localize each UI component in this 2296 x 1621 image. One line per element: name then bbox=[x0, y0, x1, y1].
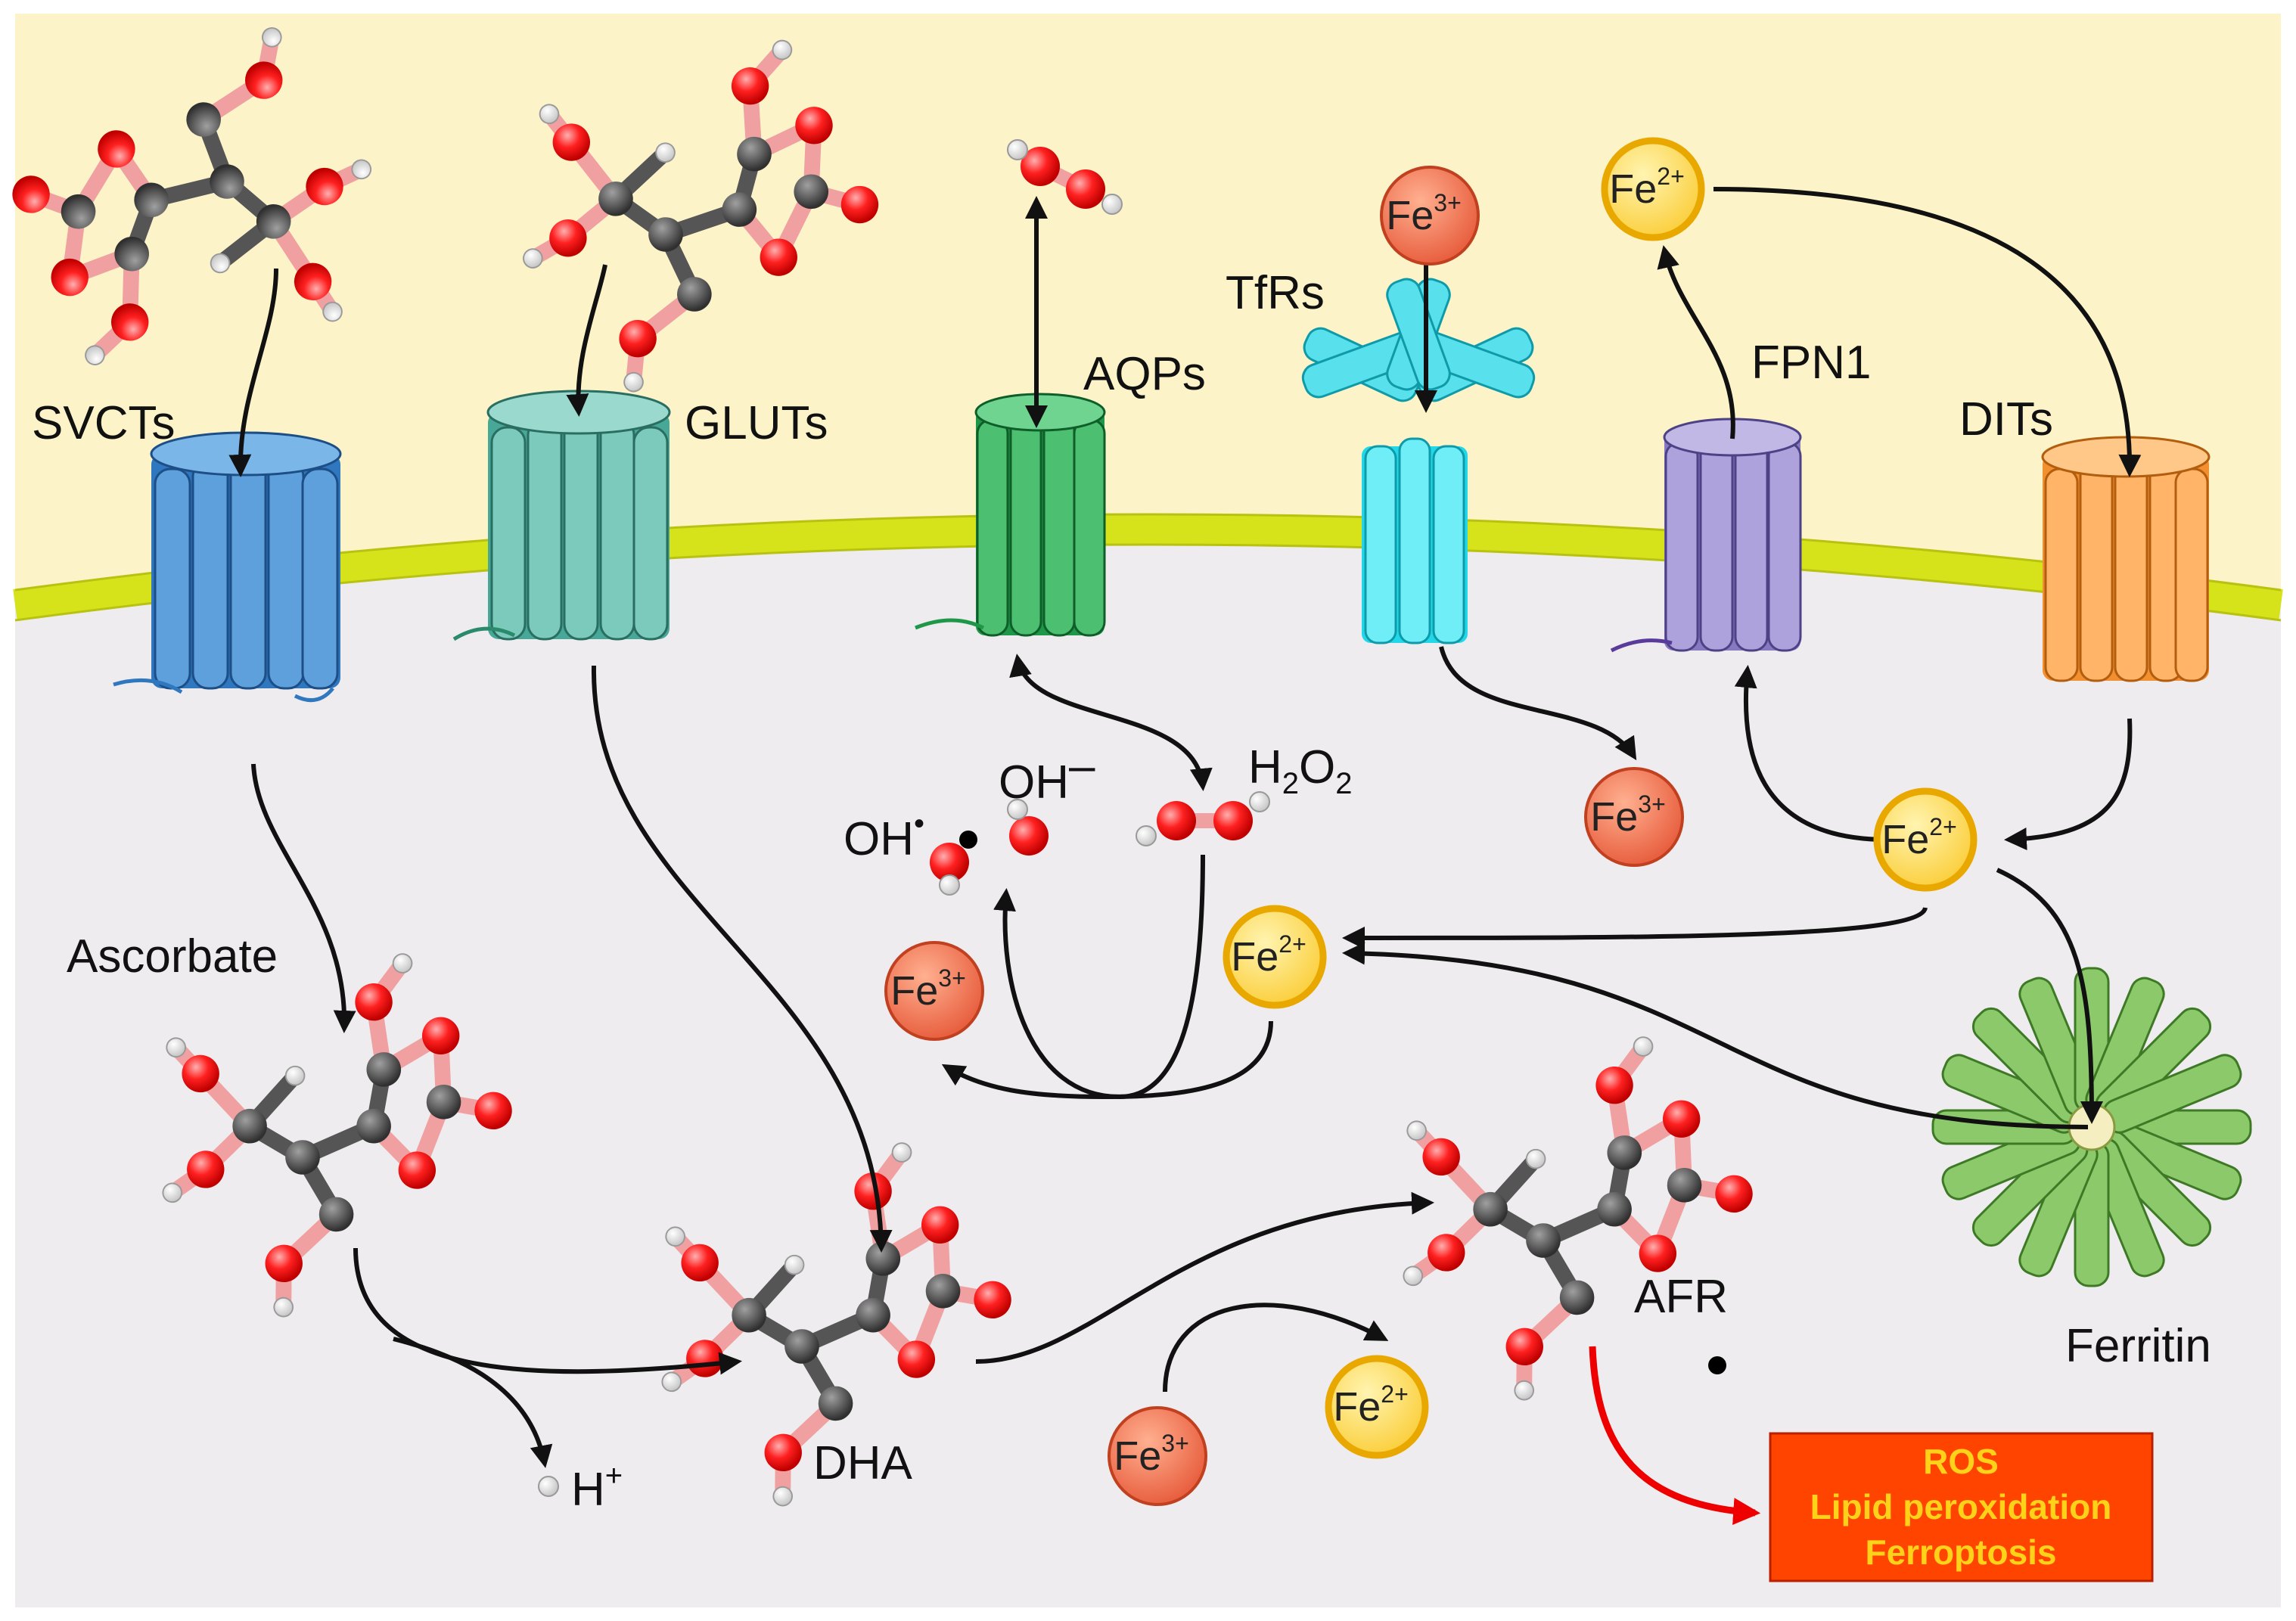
h-plus-text: H bbox=[571, 1464, 605, 1516]
fe2-reduced: Fe2+ bbox=[1325, 1355, 1429, 1459]
oh-radical-text: OH bbox=[844, 813, 914, 865]
fe2-to-fpn1-arrow bbox=[1734, 665, 1888, 842]
fe2-pool: Fe2+ bbox=[1873, 787, 1978, 892]
tfr-receptor bbox=[1301, 278, 1536, 644]
fe3-extracellular: Fe3+ bbox=[1380, 166, 1480, 266]
cell-membrane bbox=[13, 514, 2283, 621]
oxidative-damage-arrow bbox=[1589, 1346, 1761, 1526]
reaction-arrows bbox=[228, 187, 2142, 1468]
label-ascorbate: Ascorbate bbox=[67, 930, 278, 983]
label-svcts: SVCTs bbox=[32, 397, 175, 449]
oh-radical-dot: • bbox=[914, 807, 924, 840]
fe3-fe2-reduction-arrow bbox=[1163, 1303, 1389, 1393]
cell-membrane-edge bbox=[14, 513, 2282, 622]
outcome-ros: ROS bbox=[1923, 1442, 1999, 1481]
h2o2-sub-1: 2 bbox=[1282, 767, 1299, 800]
oh-minus-text: OH bbox=[999, 756, 1069, 809]
fenton-fe3-arrow bbox=[941, 1020, 1273, 1100]
svct-uptake-arrow bbox=[228, 268, 278, 477]
label-gluts: GLUTs bbox=[685, 397, 828, 449]
fe2-extracellular: Fe2+ bbox=[1601, 137, 1705, 241]
h2o2-molecule-intracellular bbox=[1136, 791, 1270, 846]
outcome-ferroptosis: Ferroptosis bbox=[1865, 1532, 2056, 1572]
ascorbate-arrow bbox=[251, 763, 356, 1033]
svg-text:Fe2+: Fe2+ bbox=[1231, 930, 1306, 980]
h2o2-sub-2: 2 bbox=[1335, 767, 1352, 800]
molecule-models bbox=[12, 26, 1753, 1507]
h2o2-h: H bbox=[1248, 741, 1282, 793]
label-oh-radical: OH• bbox=[844, 807, 924, 865]
svct-transporter bbox=[113, 431, 342, 703]
label-ferritin: Ferritin bbox=[2065, 1320, 2211, 1372]
fe3-reductant: Fe3+ bbox=[1108, 1406, 1207, 1506]
fe3-intracellular-tfr: Fe3+ bbox=[1584, 767, 1684, 867]
h2o2-molecule-extracellular bbox=[1007, 139, 1123, 215]
hydroxide-molecule bbox=[1007, 799, 1049, 856]
afr-radical-site bbox=[1708, 1356, 1726, 1374]
label-tfrs: TfRs bbox=[1226, 267, 1325, 319]
fe2-to-ferritin-arrow bbox=[1996, 868, 2103, 1124]
afr-molecule bbox=[1403, 1036, 1753, 1401]
dha-afr-arrow bbox=[975, 1191, 1434, 1364]
iron-ions: Fe3+ Fe2+ Fe3+ Fe2+ Fe2+ Fe3+ Fe3+ Fe2+ bbox=[884, 137, 1978, 1506]
label-h2o2: H2O2 bbox=[1248, 741, 1353, 800]
glut-uptake-arrow bbox=[566, 264, 607, 417]
label-aqps: AQPs bbox=[1083, 348, 1206, 400]
fe2-to-fenton-arrow bbox=[1342, 906, 1928, 949]
extracellular-space bbox=[15, 14, 2281, 588]
proton-atom bbox=[538, 1476, 559, 1497]
dit-transporter bbox=[2041, 436, 2211, 682]
fpn1-export-arrow bbox=[1657, 245, 1735, 439]
aqp-channel bbox=[915, 393, 1106, 637]
label-dha: DHA bbox=[813, 1437, 913, 1489]
ferritin-release-arrow bbox=[1342, 942, 2089, 1129]
h-plus-sign: + bbox=[605, 1459, 623, 1492]
fe3-fenton: Fe3+ bbox=[884, 941, 984, 1041]
svg-text:Fe2+: Fe2+ bbox=[1881, 813, 1957, 862]
label-fpn1: FPN1 bbox=[1751, 337, 1871, 389]
dit-to-fe2-arrow bbox=[2004, 718, 2133, 851]
label-dits: DITs bbox=[1959, 393, 2053, 446]
label-oh-minus: OH– bbox=[999, 740, 1095, 809]
glut-transporter bbox=[452, 390, 671, 641]
outcome-box bbox=[1769, 1432, 2154, 1582]
proton-release-arrow bbox=[393, 1337, 553, 1468]
label-afr: AFR bbox=[1634, 1271, 1728, 1323]
tfr-release-arrow bbox=[1439, 646, 1637, 761]
h2o2-o: O bbox=[1299, 741, 1335, 793]
ferritin-complex bbox=[1931, 967, 2252, 1287]
ascorbate-dha-arrow bbox=[353, 1247, 742, 1375]
dit-import-arrow bbox=[1713, 187, 2142, 477]
outcome-lipid-peroxidation: Lipid peroxidation bbox=[1810, 1487, 2112, 1526]
glut-dha-arrow bbox=[591, 665, 893, 1253]
dha-molecule-extracellular bbox=[523, 39, 879, 393]
label-h-plus: H+ bbox=[571, 1459, 623, 1516]
oh-minus-sign: – bbox=[1069, 740, 1095, 792]
intracellular-space bbox=[15, 529, 2281, 1607]
ascorbate-molecule-extracellular bbox=[12, 26, 372, 365]
fe2-fenton: Fe2+ bbox=[1223, 905, 1327, 1009]
aqp-h2o2-internal-arrow bbox=[1009, 654, 1213, 791]
ascorbate-molecule-intracellular bbox=[162, 953, 512, 1318]
hydroxyl-radical-molecule bbox=[930, 831, 977, 896]
